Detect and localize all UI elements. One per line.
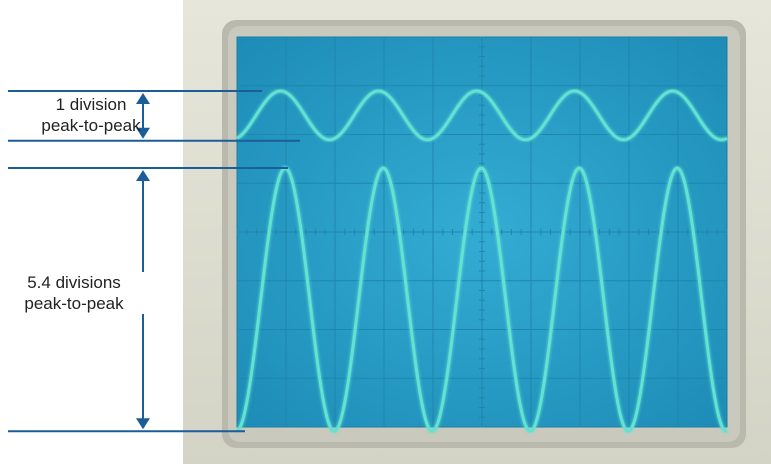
small-dimension-arrowhead-up bbox=[136, 93, 150, 104]
small-sine-trace bbox=[236, 89, 728, 142]
small-amplitude-label-line2: peak-to-peak bbox=[41, 116, 141, 135]
large-amplitude-label: 5.4 divisions peak-to-peak bbox=[0, 272, 148, 314]
large-amplitude-label-line1: 5.4 divisions bbox=[27, 273, 121, 292]
graticule-center-ticks bbox=[236, 36, 728, 428]
large-dimension-arrowhead-up bbox=[136, 170, 150, 181]
small-amplitude-label: 1 division peak-to-peak bbox=[26, 94, 156, 136]
small-dimension-arrowhead-down bbox=[136, 127, 150, 139]
annotation-markers bbox=[8, 90, 300, 433]
small-amplitude-label-line1: 1 division bbox=[55, 95, 127, 114]
large-amplitude-label-line2: peak-to-peak bbox=[24, 294, 124, 313]
large-dimension-arrowhead-down bbox=[136, 418, 150, 430]
large-sine-trace bbox=[236, 166, 728, 433]
